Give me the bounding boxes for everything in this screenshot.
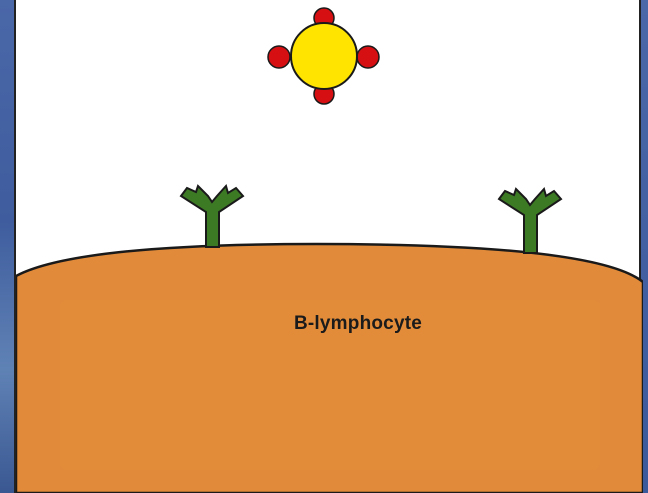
antigen-core — [291, 23, 357, 89]
antigen-spike-right — [357, 46, 379, 68]
antigen-spike-left — [268, 46, 290, 68]
diagram-svg — [16, 0, 643, 493]
cell-body — [16, 244, 643, 493]
antigen-icon — [268, 8, 379, 104]
receptor-left-shape — [181, 186, 243, 247]
cell-label: B-lymphocyte — [228, 313, 488, 335]
diagram-canvas: B-lymphocyte — [14, 0, 641, 493]
receptor-left-icon — [181, 186, 243, 247]
left-background-strip — [0, 0, 14, 493]
receptor-right-shape — [499, 189, 561, 253]
receptor-right-icon — [499, 189, 561, 253]
